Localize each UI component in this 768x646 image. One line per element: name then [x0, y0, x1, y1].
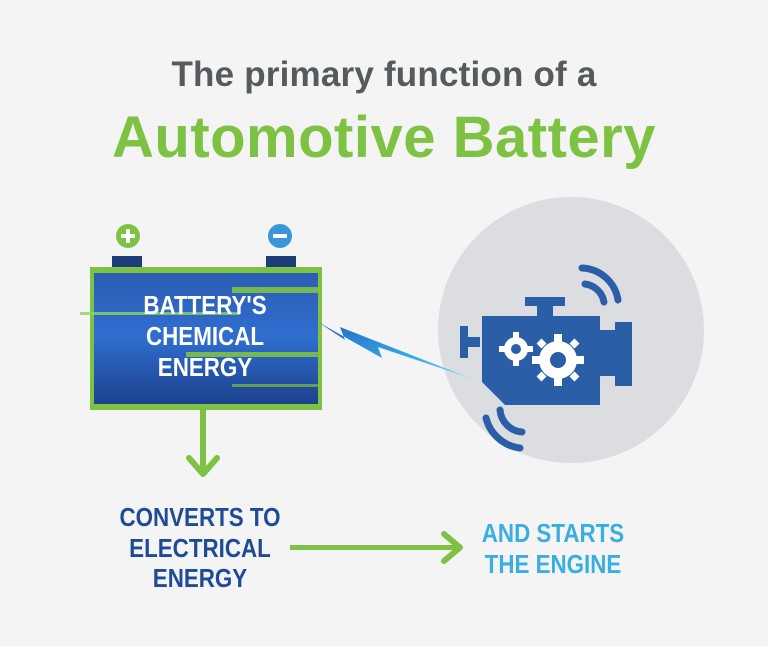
title-line-1: The primary function of a — [171, 55, 597, 94]
down-arrow-icon — [186, 410, 220, 477]
plus-icon — [116, 224, 140, 248]
battery-label-line-1: BATTERY'S — [143, 290, 267, 320]
converts-label-line-3: ENERGY — [152, 563, 248, 594]
negative-terminal — [266, 256, 296, 269]
battery-label-line-3: ENERGY — [157, 352, 253, 383]
engine-icon — [460, 264, 632, 452]
battery-label: BATTERY'S CHEMICAL ENERGY — [123, 290, 286, 384]
battery-body — [80, 267, 322, 410]
minus-icon — [268, 224, 292, 248]
lightning-bolt-icon — [318, 322, 470, 378]
starts-engine-label: AND STARTS THE ENGINE — [471, 518, 634, 579]
converts-label-line-1: CONVERTS TO — [119, 502, 281, 532]
battery-label-line-2: CHEMICAL — [145, 321, 265, 352]
right-arrow-icon — [290, 531, 463, 564]
converts-label-line-2: ELECTRICAL — [129, 532, 271, 563]
starts-label-line-1: AND STARTS — [481, 518, 625, 548]
starts-label-line-2: THE ENGINE — [484, 548, 622, 579]
positive-terminal — [112, 256, 142, 269]
title-line-2: Automotive Battery — [112, 105, 656, 170]
converts-label: CONVERTS TO ELECTRICAL ENERGY — [114, 502, 286, 594]
